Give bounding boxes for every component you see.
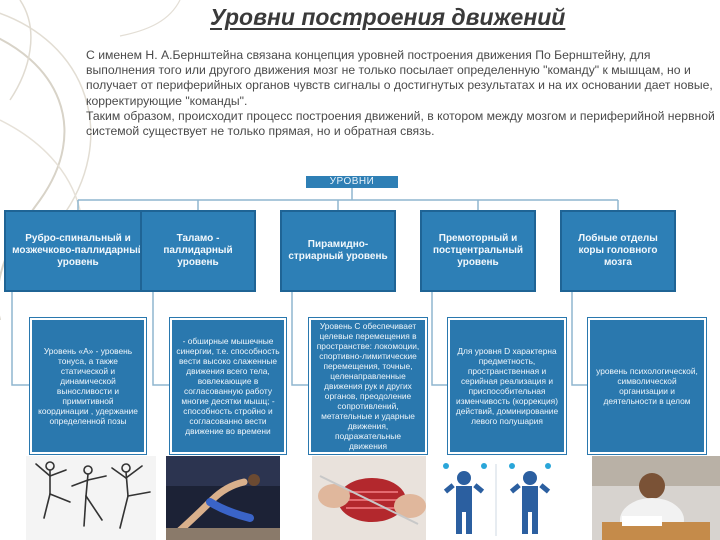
- level-box-3: Пирамидно-стриарный уровень: [280, 210, 396, 292]
- level-box-4-label: Премоторный и постцентральный уровень: [432, 233, 524, 268]
- level-box-5: Лобные отделы коры головного мозга: [560, 210, 676, 292]
- ballet-sketch-image: [26, 456, 156, 540]
- level-box-4: Премоторный и постцентральный уровень: [420, 210, 536, 292]
- level-description-3-text: Уровень С обеспечивает целевые перемещен…: [316, 321, 420, 451]
- slide-title: Уровни построения движений: [210, 4, 566, 30]
- knitting-photo: [312, 456, 426, 540]
- level-box-5-label: Лобные отделы коры головного мозга: [578, 233, 658, 268]
- gymnast-photo: [166, 456, 280, 540]
- level-description-3: Уровень С обеспечивает целевые перемещен…: [308, 317, 428, 455]
- level-description-5-text: уровень психологической, символической о…: [596, 366, 698, 406]
- level-box-2: Таламо - паллидарный уровень: [140, 210, 256, 292]
- level-box-2-label: Таламо - паллидарный уровень: [163, 233, 233, 268]
- level-box-1-label: Рубро-спинальный и мозжечково-паллидарны…: [12, 233, 144, 268]
- level-description-4: Для уровня D характерна предметность, пр…: [447, 317, 567, 455]
- level-description-5: уровень психологической, символической о…: [587, 317, 707, 455]
- studying-person-photo: [592, 456, 720, 540]
- intro-text: С именем Н. А.Бернштейна связана концепц…: [86, 48, 718, 139]
- level-description-2-text: - обширные мышечные синергии, т.е. спосо…: [176, 336, 280, 436]
- level-description-1-text: Уровень «А» - уровень тонуса, а также ст…: [38, 346, 138, 426]
- levels-root-label: УРОВНИ: [306, 176, 398, 188]
- level-description-4-text: Для уровня D характерна предметность, пр…: [455, 346, 559, 426]
- coordination-icons-image: [426, 456, 566, 540]
- level-box-3-label: Пирамидно-стриарный уровень: [288, 239, 388, 262]
- level-box-1: Рубро-спинальный и мозжечково-паллидарны…: [4, 210, 152, 292]
- intro-paragraph-2: Таким образом, происходит процесс постро…: [86, 108, 715, 139]
- level-description-2: - обширные мышечные синергии, т.е. спосо…: [169, 317, 287, 455]
- level-description-1: Уровень «А» - уровень тонуса, а также ст…: [29, 317, 147, 455]
- intro-paragraph-1: С именем Н. А.Бернштейна связана концепц…: [86, 48, 713, 108]
